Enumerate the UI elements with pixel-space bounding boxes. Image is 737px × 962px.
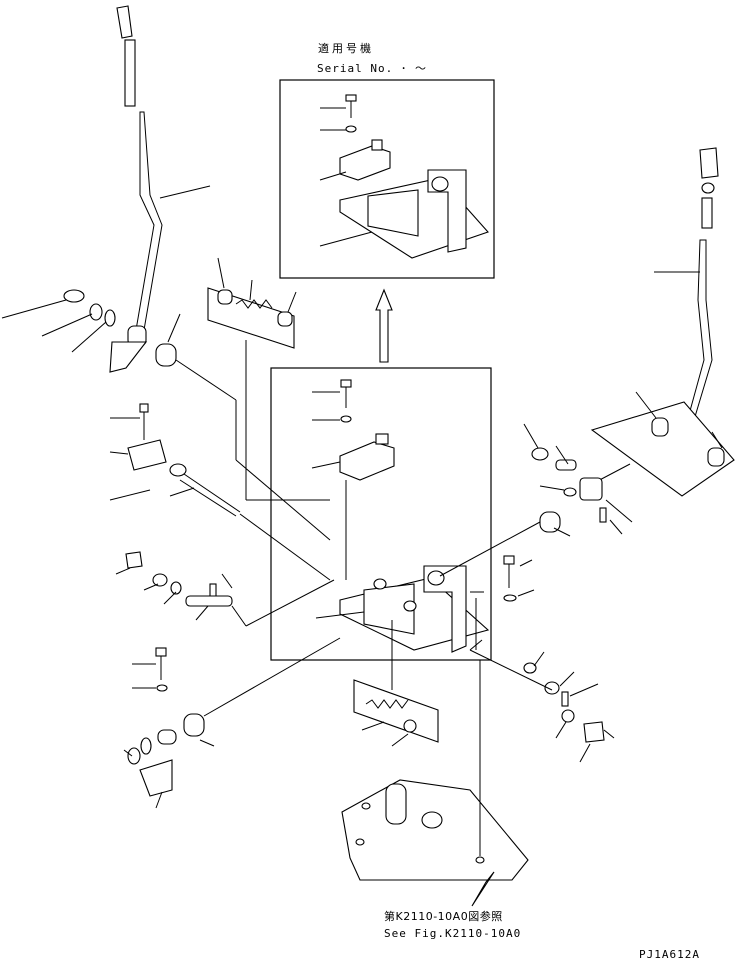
inset-bracket <box>339 169 489 259</box>
floor-plate <box>341 779 529 881</box>
main-box <box>270 367 492 661</box>
inset-box <box>279 79 495 279</box>
arrow-up <box>375 288 393 363</box>
left-rod <box>169 463 331 581</box>
left-bushing <box>155 343 177 367</box>
spring-panel-bottom <box>353 679 439 743</box>
main-bracket <box>339 565 490 653</box>
inset-washer <box>345 125 357 133</box>
lower-left-group <box>127 647 205 797</box>
main-washer <box>340 415 352 423</box>
figure-code: PJ1A612A <box>639 948 700 961</box>
left-ring-2 <box>104 309 116 327</box>
right-mid-parts <box>531 447 607 533</box>
right-panel <box>590 401 735 497</box>
inset-title-jp: 適用号機 <box>318 42 374 55</box>
reference-jp: 第K2110-10A0図参照 <box>384 910 503 923</box>
left-knob-ball <box>1 289 85 319</box>
left-bolt-row <box>125 551 233 607</box>
left-holder <box>109 403 167 501</box>
left-ring-1 <box>89 303 103 321</box>
leader-arrow <box>471 871 495 907</box>
inset-switch <box>339 139 391 181</box>
right-lower-parts <box>503 555 605 743</box>
reference-en: See Fig.K2110-10A0 <box>384 927 522 940</box>
left-lever <box>109 5 163 373</box>
inset-title-en: Serial No. ･ ～ <box>317 62 427 75</box>
main-bolt <box>340 379 352 408</box>
main-switch <box>339 433 395 481</box>
inset-bolt <box>345 94 357 118</box>
